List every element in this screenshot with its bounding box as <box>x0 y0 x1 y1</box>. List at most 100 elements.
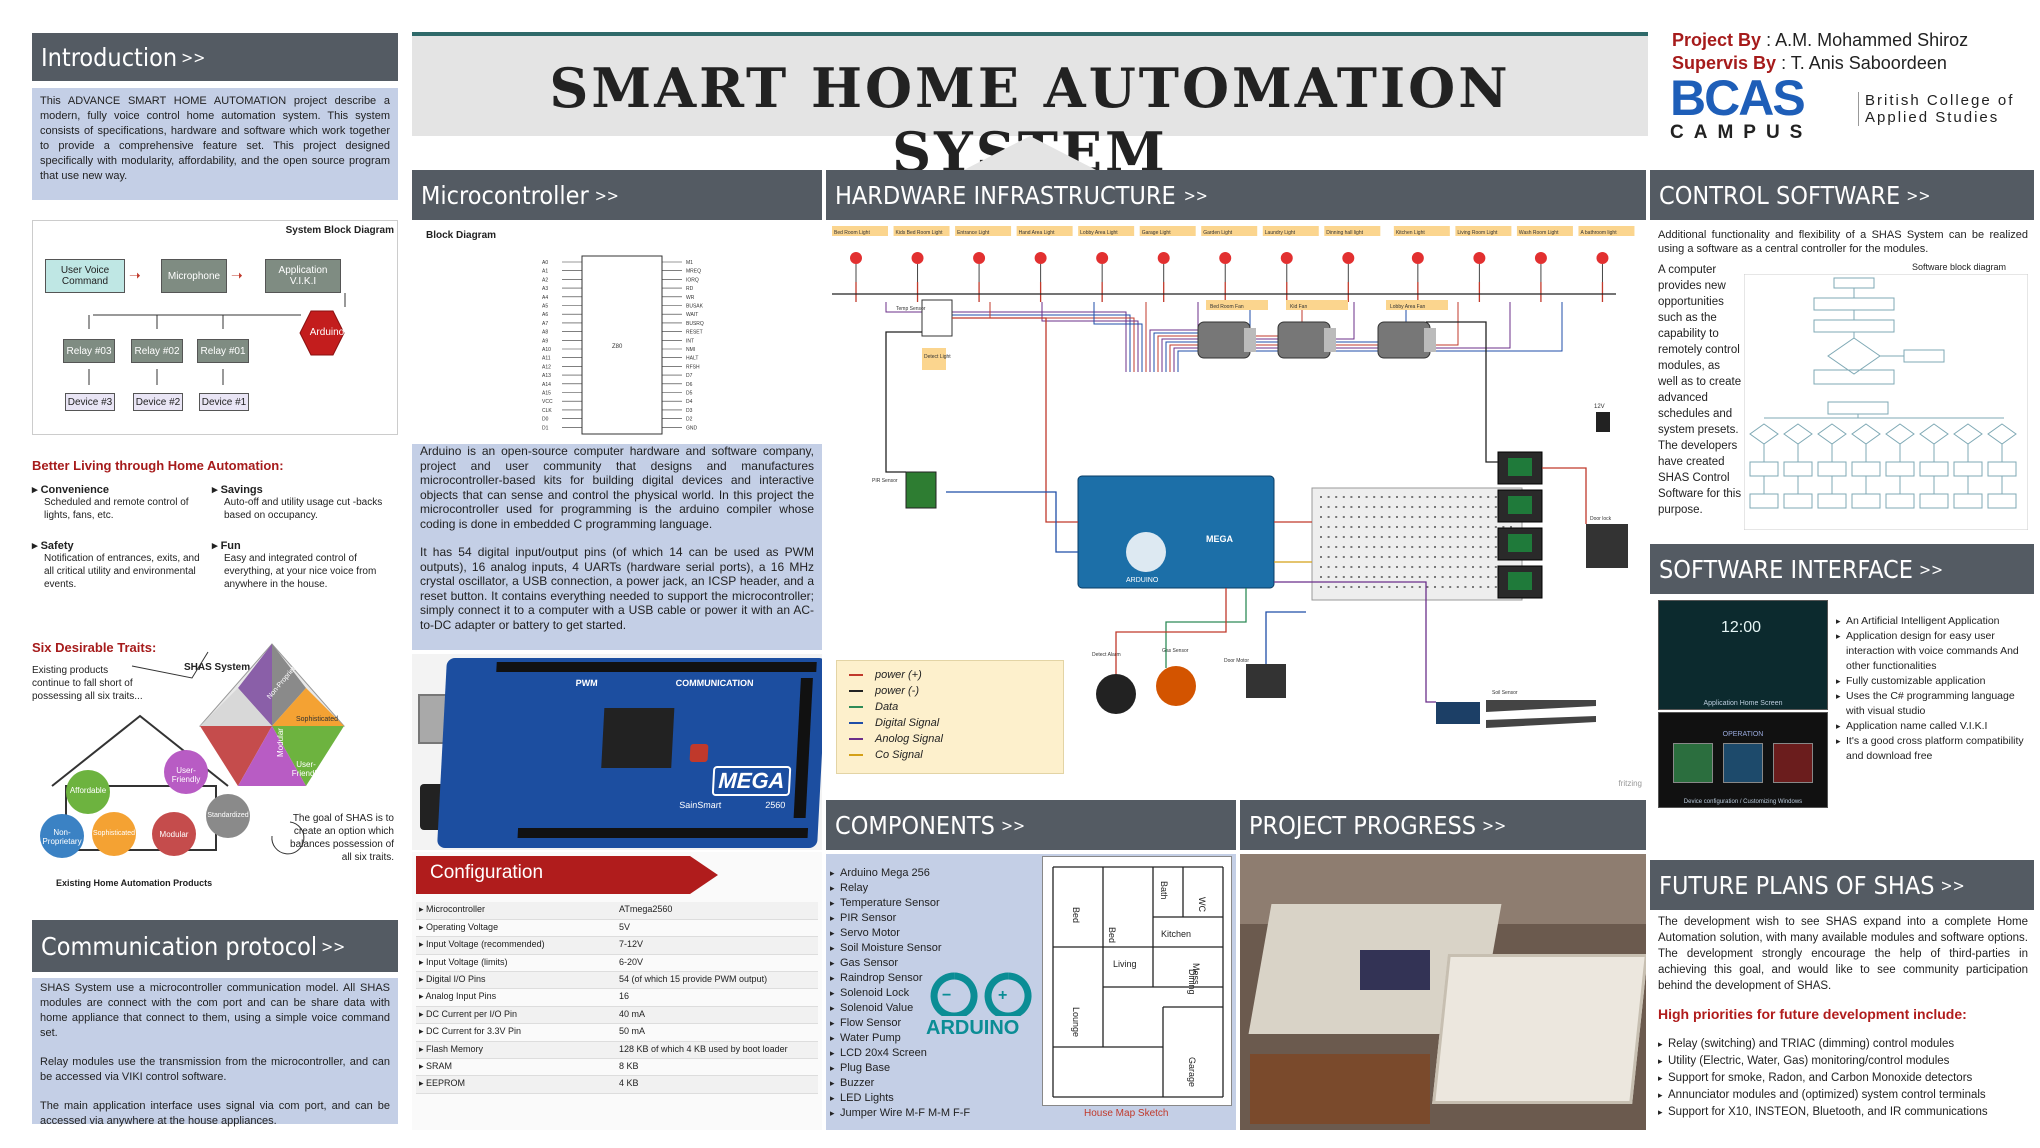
breadboard-hole <box>1434 546 1436 548</box>
circuit-wire <box>1265 611 1306 664</box>
component-item: Raindrop Sensor <box>830 971 980 986</box>
breadboard-hole <box>1327 586 1330 588</box>
breadboard-hole <box>1426 506 1429 508</box>
led-light <box>1096 252 1109 264</box>
breadboard-hole <box>1472 546 1474 548</box>
fan-label-bg <box>1386 300 1448 310</box>
component-item: Soil Moisture Sensor <box>830 941 980 956</box>
breadboard-hole <box>1487 506 1490 508</box>
breadboard-hole <box>1441 516 1444 518</box>
title-banner: SMART HOME AUTOMATION SYSTEM <box>412 32 1648 184</box>
future-text: The development wish to see SHAS expand … <box>1658 916 2028 992</box>
circuit-wire <box>1274 581 1436 703</box>
breadboard-hole <box>1350 566 1353 568</box>
breadboard-hole <box>1441 496 1444 498</box>
comm-text: SHAS System use a microcontroller commun… <box>32 978 398 1127</box>
component-item: Relay <box>830 881 980 896</box>
progress-header: PROJECT PROGRESS>> <box>1240 800 1646 850</box>
breadboard <box>1311 487 1523 601</box>
legend-label: Anolog Signal <box>875 733 943 745</box>
breadboard-hole <box>1320 496 1322 498</box>
better-living-heading: Better Living through Home Automation: <box>32 458 284 473</box>
arduino-node: Arduino <box>309 327 345 338</box>
breadboard-hole <box>1396 526 1398 528</box>
light-label-bg <box>1516 226 1573 236</box>
legend-entry: power (+) <box>849 669 922 681</box>
light-label: Kitchen Light <box>1396 230 1426 236</box>
hardware-header: HARDWARE INFRASTRUCTURE>> <box>826 170 1646 220</box>
future-list-item: Annunciator modules and (optimized) syst… <box>1658 1087 2028 1104</box>
breadboard-hole <box>1449 496 1452 498</box>
breadboard-hole <box>1380 546 1383 548</box>
pin-label-left: A14 <box>542 382 551 388</box>
breadboard-hole <box>1320 586 1322 588</box>
device-2: Device #2 <box>133 393 183 411</box>
breadboard-hole <box>1350 546 1353 548</box>
micro-title: Microcontroller <box>421 180 589 210</box>
breadboard-hole <box>1418 566 1421 568</box>
breadboard-hole <box>1411 506 1414 508</box>
breadboard-hole <box>1327 516 1330 518</box>
breadboard-hole <box>1350 496 1353 498</box>
soil-probe <box>1486 716 1596 728</box>
board-pcb: PWM COMMUNICATION MEGA SainSmart 2560 <box>437 658 822 848</box>
breadboard-hole <box>1472 516 1474 518</box>
fan-label-bg <box>1206 300 1268 310</box>
breadboard-hole <box>1464 556 1467 558</box>
breadboard-hole <box>1464 496 1467 498</box>
breadboard-hole <box>1358 576 1360 578</box>
breadboard-hole <box>1365 566 1368 568</box>
fan-label: Lobby Area Fan <box>1390 304 1426 310</box>
breadboard-hole <box>1441 506 1444 508</box>
breadboard-hole <box>1426 586 1429 588</box>
circuit-wire <box>946 491 1078 553</box>
breadboard-hole <box>1396 496 1398 498</box>
app-config-screen: OPERATION Device configuration / Customi… <box>1658 712 1828 808</box>
breadboard-hole <box>1388 576 1391 578</box>
breadboard-hole <box>1479 576 1482 578</box>
breadboard-hole <box>1456 496 1459 498</box>
breadboard-hole <box>1464 536 1467 538</box>
light-label: Laundry Light <box>1265 230 1296 236</box>
config-value: 54 (of which 15 provide PWM output) <box>616 971 818 990</box>
breadboard-hole <box>1494 586 1497 588</box>
swi-list-item: It's a good cross platform compatibility… <box>1836 734 2028 764</box>
gas-label: Gas Sensor <box>1162 648 1189 654</box>
block-diagram-title: System Block Diagram <box>285 225 394 236</box>
breadboard-hole <box>1350 506 1353 508</box>
breadboard-hole <box>1441 586 1444 588</box>
arduino-logo-mark <box>1126 532 1166 572</box>
battery-label: 12V <box>1594 404 1605 410</box>
breadboard-hole <box>1456 506 1459 508</box>
config-key: ▸ DC Current for 3.3V Pin <box>416 1023 616 1042</box>
swi-list-item: Application design for easy user interac… <box>1836 629 2028 674</box>
app-home-screen: 12:00 Application Home Screen <box>1658 600 1828 710</box>
map-room-label: Mess <box>1191 963 1201 985</box>
breadboard-hole <box>1494 576 1497 578</box>
breadboard-hole <box>1449 576 1452 578</box>
breadboard-hole <box>1380 516 1383 518</box>
sainsmart-label: SainSmart <box>679 800 722 810</box>
breadboard-hole <box>1434 496 1436 498</box>
component-item: LCD 20x4 Screen <box>830 1046 980 1061</box>
circuit-wire <box>1426 321 1498 463</box>
project-credits: Project By : A.M. Mohammed Shiroz Superv… <box>1672 30 2032 74</box>
pin-label-right: D3 <box>686 408 693 414</box>
breadboard-hole <box>1479 496 1482 498</box>
breadboard-hole <box>1358 566 1360 568</box>
breadboard-hole <box>1380 586 1383 588</box>
breadboard-hole <box>1396 586 1398 588</box>
flow-box <box>1833 277 1875 289</box>
config-row: ▸ Input Voltage (recommended)7-12V <box>416 936 818 955</box>
component-item: Flow Sensor <box>830 1016 980 1031</box>
breadboard-hole <box>1403 556 1406 558</box>
mega-label: MEGA <box>1206 534 1234 544</box>
pin-label-left: A12 <box>542 364 551 370</box>
config-value: 4 KB <box>616 1075 818 1094</box>
breadboard-hole <box>1418 496 1421 498</box>
config-value: 7-12V <box>616 936 818 955</box>
breadboard-hole <box>1373 506 1376 508</box>
future-title: FUTURE PLANS OF SHAS <box>1659 870 1935 900</box>
signal-wire <box>1149 302 1199 372</box>
